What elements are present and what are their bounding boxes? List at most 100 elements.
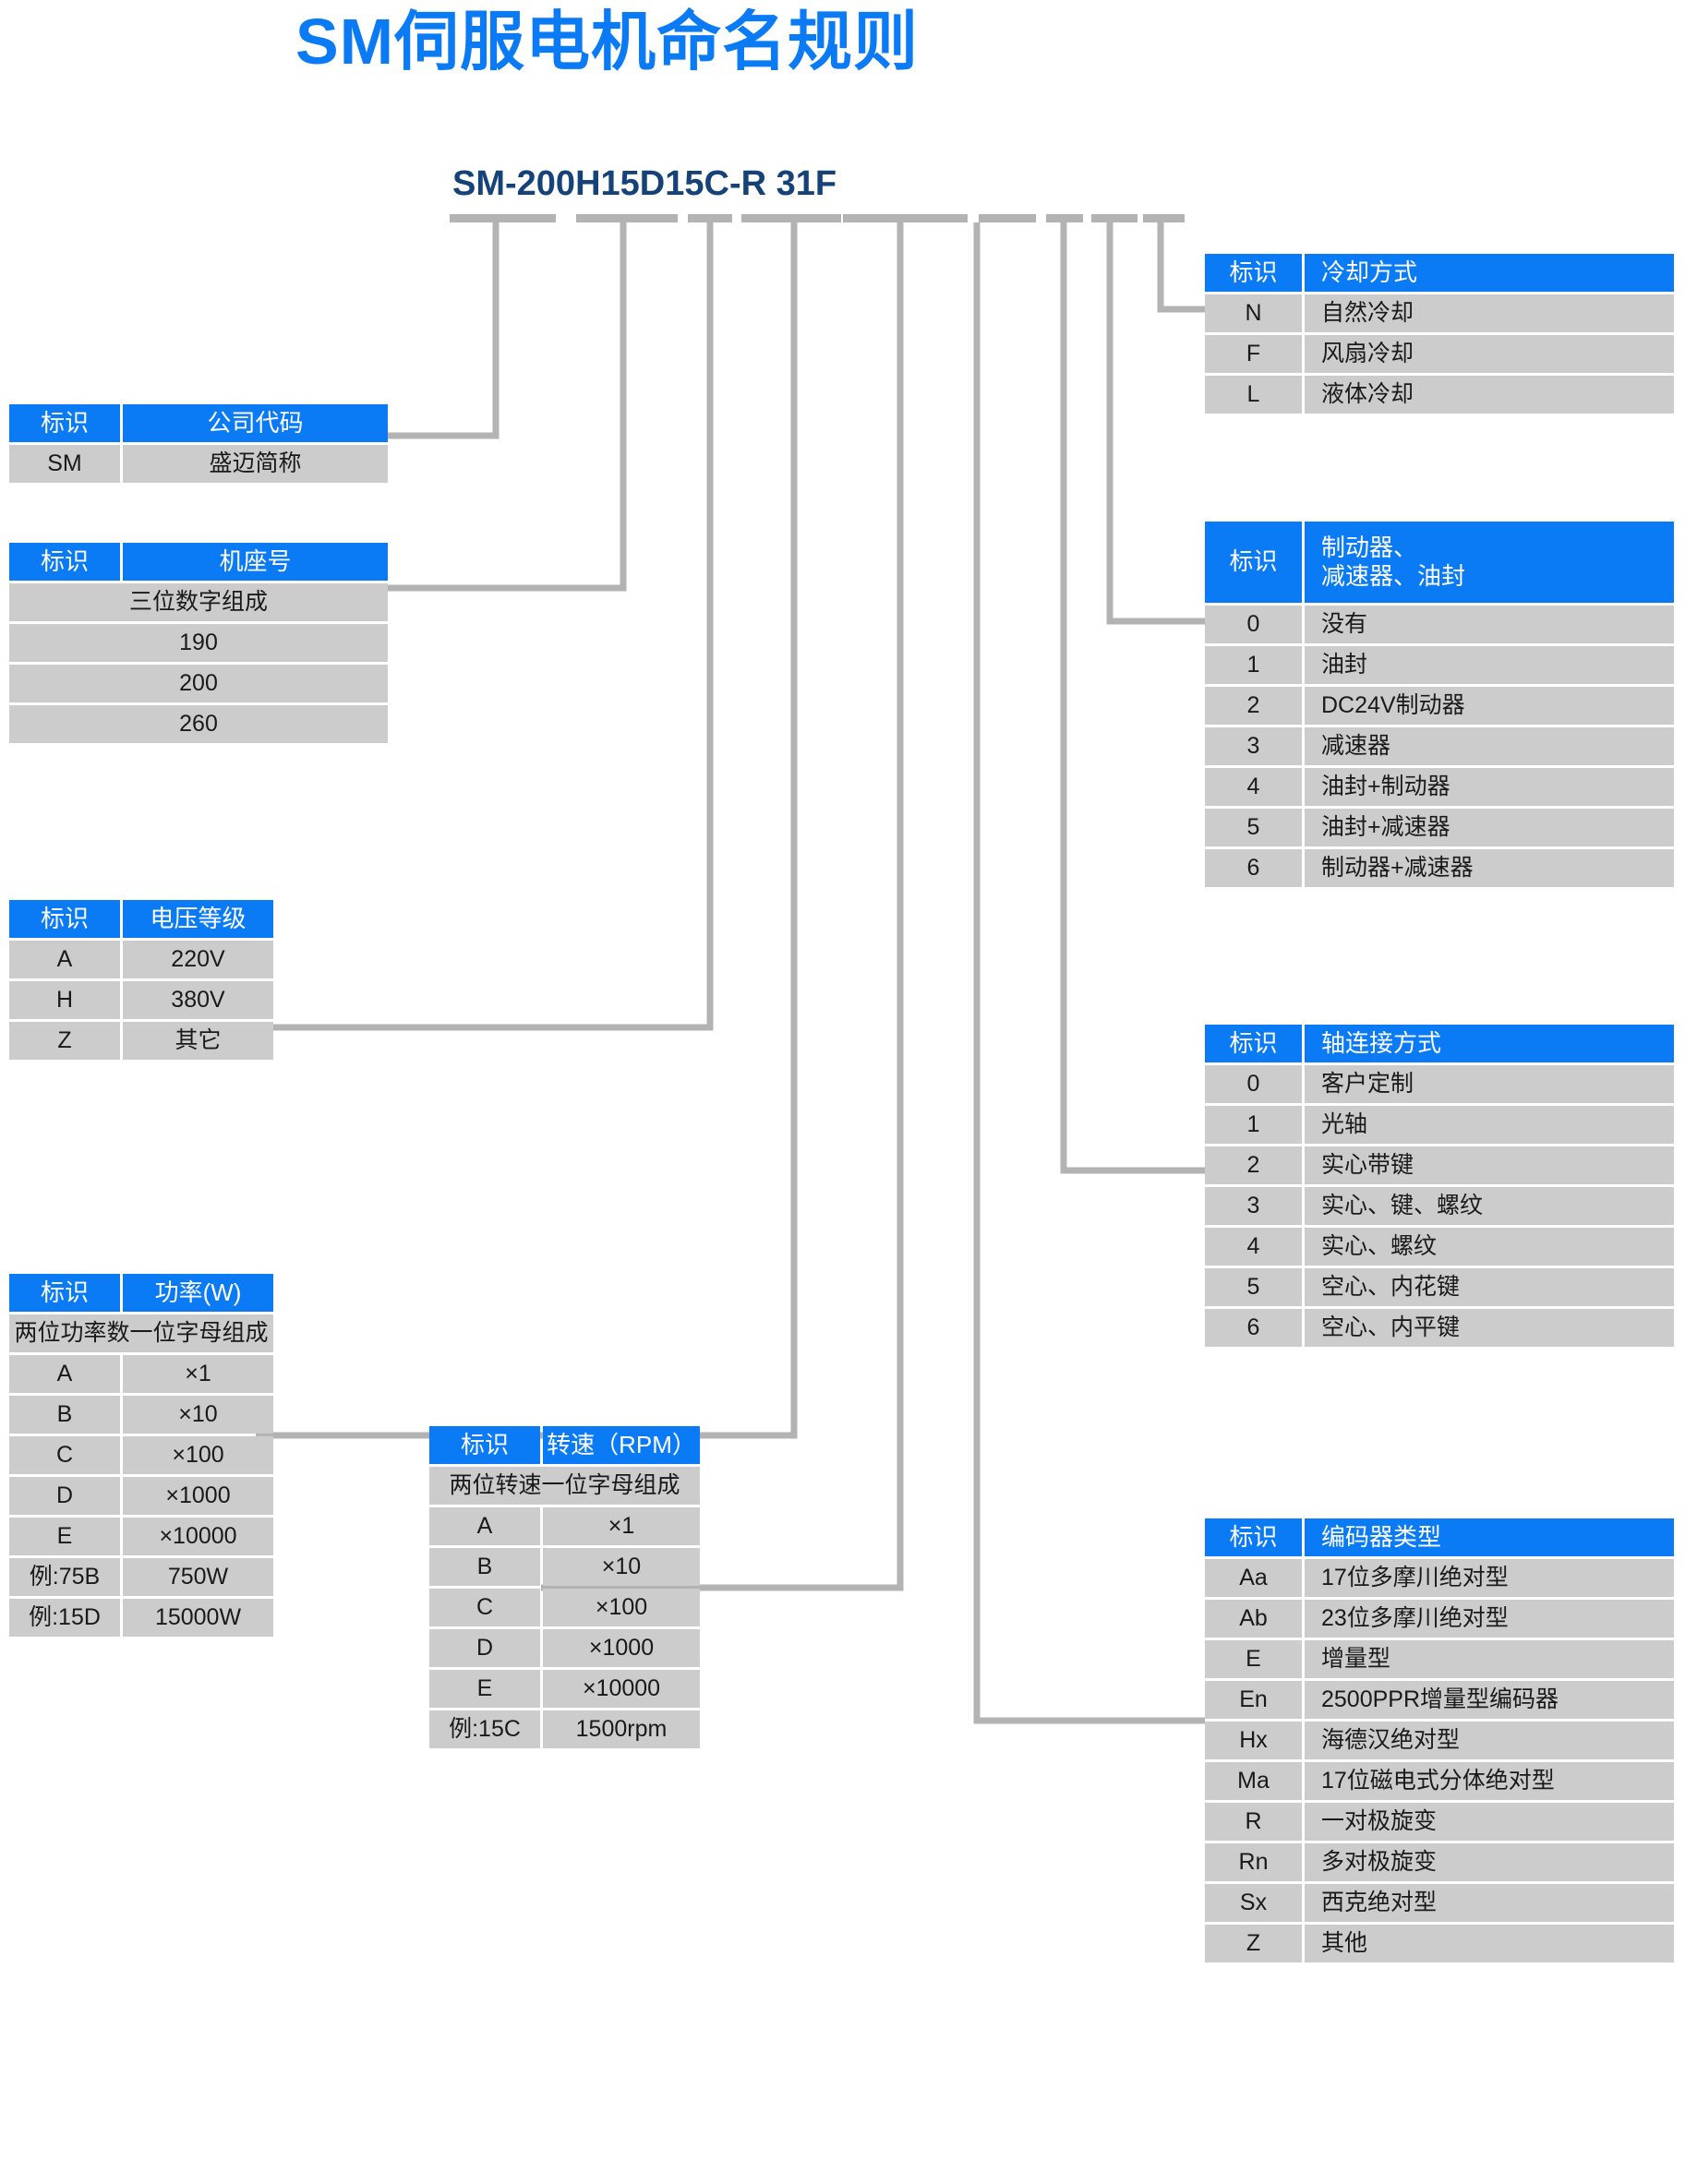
page-title: SM伺服电机命名规则	[295, 6, 919, 78]
cell-id: B	[9, 1396, 120, 1434]
table-note-row: 三位数字组成	[9, 583, 388, 621]
cell-value: ×10000	[543, 1670, 700, 1708]
col-header-shaft: 轴连接方式	[1305, 1025, 1674, 1062]
col-header-rpm: 转速（RPM）	[543, 1426, 700, 1464]
cell-value: ×1	[543, 1507, 700, 1545]
cell-value: ×100	[543, 1589, 700, 1626]
table-row: 3 减速器	[1205, 727, 1676, 765]
cell-value: ×10	[543, 1548, 700, 1586]
cell-value: 液体冷却	[1305, 376, 1674, 414]
table-row: 1 光轴	[1205, 1106, 1676, 1144]
cell-id: Ma	[1205, 1762, 1302, 1800]
col-header-id: 标识	[1205, 1025, 1302, 1062]
cell-id: Z	[9, 1022, 120, 1060]
col-header-id: 标识	[9, 543, 120, 581]
table-row: R 一对极旋变	[1205, 1803, 1676, 1841]
table-header-row: 标识 转速（RPM）	[429, 1426, 808, 1464]
cell-id: E	[9, 1518, 120, 1555]
table-row: C ×100	[9, 1436, 388, 1474]
cell-id: 0	[1205, 606, 1302, 643]
col-header-brake: 制动器、 减速器、油封	[1305, 522, 1674, 603]
cell-id: 例:15D	[9, 1599, 120, 1637]
cell-id: C	[9, 1436, 120, 1474]
table-row: D ×1000	[9, 1477, 388, 1515]
table-row: 例:75B 750W	[9, 1558, 388, 1596]
col-header-id: 标识	[9, 900, 120, 938]
code-segment-company: SM-200	[452, 164, 576, 203]
table-header-row: 标识 电压等级	[9, 900, 388, 938]
table-cooling-method: 标识 冷却方式 N 自然冷却 F 风扇冷却 L 液体冷却	[1205, 254, 1676, 414]
table-header-row: 标识 冷却方式	[1205, 254, 1676, 292]
cell-value: 海德汉绝对型	[1305, 1722, 1674, 1759]
cell-value: ×1000	[123, 1477, 273, 1515]
col-header-id: 标识	[1205, 522, 1302, 603]
table-row: Ab 23位多摩川绝对型	[1205, 1600, 1676, 1638]
table-header-row: 标识 机座号	[9, 543, 388, 581]
table-speed-rpm: 标识 转速（RPM） 两位转速一位字母组成 A ×1 B ×10 C ×100 …	[429, 1426, 808, 1748]
col-header-power: 功率(W)	[123, 1274, 273, 1312]
table-row: B ×10	[429, 1548, 808, 1586]
cell-value: 750W	[123, 1558, 273, 1596]
cell-id: 例:15C	[429, 1710, 540, 1748]
cell-id: B	[429, 1548, 540, 1586]
cell-id: L	[1205, 376, 1302, 414]
cell-value: ×1000	[543, 1629, 700, 1667]
cell-id: 3	[1205, 727, 1302, 765]
col-header-frame: 机座号	[123, 543, 388, 581]
table-row: Ma 17位磁电式分体绝对型	[1205, 1762, 1676, 1800]
table-row: 5 空心、内花键	[1205, 1268, 1676, 1306]
table-header-row: 标识 功率(W)	[9, 1274, 388, 1312]
cell-value: 200	[9, 665, 388, 702]
cell-value: 23位多摩川绝对型	[1305, 1600, 1674, 1638]
cell-id: R	[1205, 1803, 1302, 1841]
table-power: 标识 功率(W) 两位功率数一位字母组成 A ×1 B ×10 C ×100 D…	[9, 1274, 388, 1637]
cell-id: 4	[1205, 768, 1302, 806]
cell-value: 其他	[1305, 1925, 1674, 1962]
table-row: Z 其它	[9, 1022, 388, 1060]
code-segment-cooling: F	[814, 164, 837, 203]
cell-id: 例:75B	[9, 1558, 120, 1596]
table-header-row: 标识 编码器类型	[1205, 1518, 1676, 1556]
table-row: 2 DC24V制动器	[1205, 687, 1676, 725]
cell-id: 4	[1205, 1228, 1302, 1266]
cell-id: Ab	[1205, 1600, 1302, 1638]
cell-id: A	[429, 1507, 540, 1545]
cell-id: A	[9, 941, 120, 978]
table-header-row: 标识 制动器、 减速器、油封	[1205, 522, 1676, 603]
cell-value: 实心、螺纹	[1305, 1228, 1674, 1266]
cell-value: 没有	[1305, 606, 1674, 643]
table-row: Rn 多对极旋变	[1205, 1843, 1676, 1881]
cell-value: 空心、内平键	[1305, 1309, 1674, 1347]
cell-note: 两位功率数一位字母组成	[9, 1314, 273, 1352]
table-row: C ×100	[429, 1589, 808, 1626]
table-row: A ×1	[9, 1355, 388, 1393]
cell-id: Rn	[1205, 1843, 1302, 1881]
table-row: B ×10	[9, 1396, 388, 1434]
table-row: 200	[9, 665, 388, 702]
cell-id: 6	[1205, 1309, 1302, 1347]
cell-id: SM	[9, 445, 120, 483]
cell-value: 260	[9, 705, 388, 743]
table-row: H 380V	[9, 981, 388, 1019]
cell-value: 2500PPR增量型编码器	[1305, 1681, 1674, 1719]
table-row: Aa 17位多摩川绝对型	[1205, 1559, 1676, 1597]
cell-value: ×100	[123, 1436, 273, 1474]
table-row: Z 其他	[1205, 1925, 1676, 1962]
cell-value: 17位多摩川绝对型	[1305, 1559, 1674, 1597]
col-header-brake-line2: 减速器、油封	[1321, 562, 1466, 590]
cell-note: 三位数字组成	[9, 583, 388, 621]
table-row: Hx 海德汉绝对型	[1205, 1722, 1676, 1759]
code-segment-brake: 1	[795, 164, 815, 203]
table-row: N 自然冷却	[1205, 294, 1676, 332]
cell-value: 客户定制	[1305, 1065, 1674, 1103]
col-header-cooling: 冷却方式	[1305, 254, 1674, 292]
table-shaft-connection: 标识 轴连接方式 0 客户定制 1 光轴 2 实心带键 3 实心、键、螺纹 4 …	[1205, 1025, 1676, 1347]
cell-id: F	[1205, 335, 1302, 373]
table-row: 190	[9, 624, 388, 662]
table-row: 3 实心、键、螺纹	[1205, 1187, 1676, 1225]
table-row: En 2500PPR增量型编码器	[1205, 1681, 1676, 1719]
cell-id: D	[429, 1629, 540, 1667]
cell-id: H	[9, 981, 120, 1019]
table-row: 1 油封	[1205, 646, 1676, 684]
cell-id: Aa	[1205, 1559, 1302, 1597]
